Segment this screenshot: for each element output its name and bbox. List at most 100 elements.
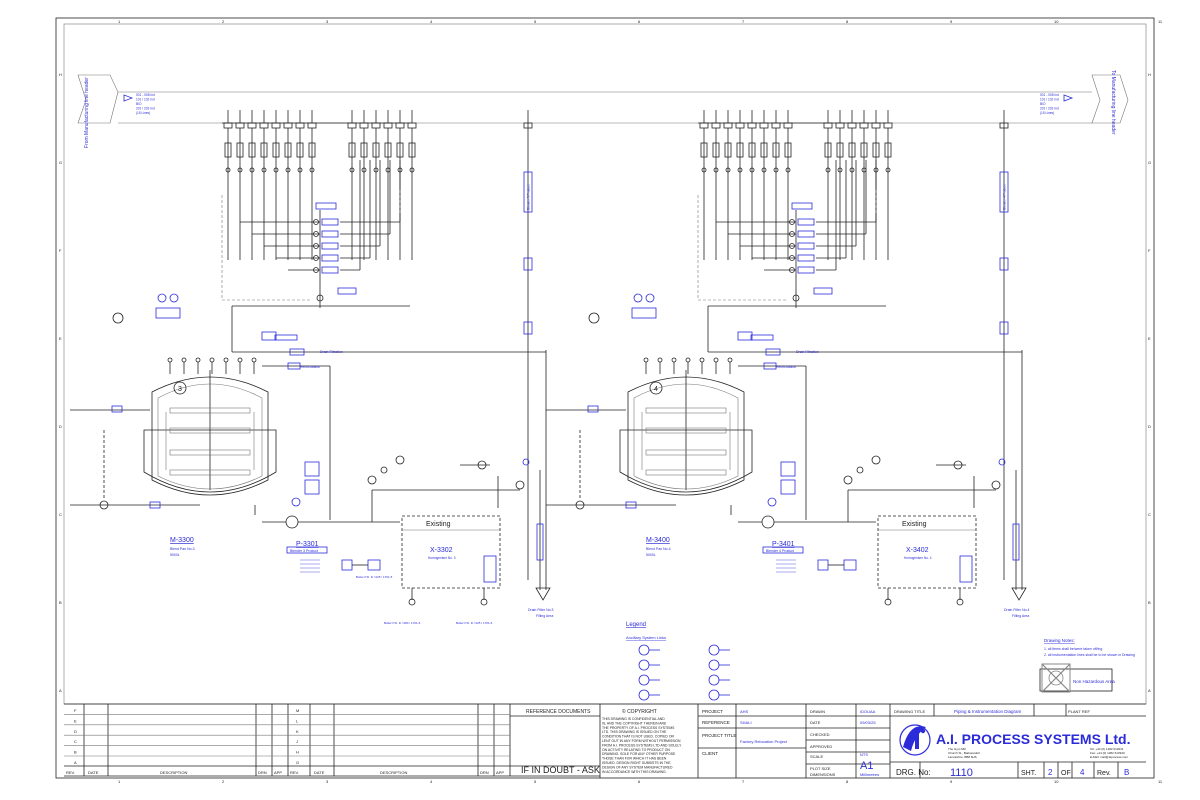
column-number: 9 bbox=[950, 779, 953, 784]
contact-line: Tel: +44 (0) 1282 612931 bbox=[1090, 747, 1124, 751]
pump-label: Blender 4 Product bbox=[766, 549, 794, 553]
pump-tag: P-3301 bbox=[296, 541, 319, 548]
plot-size-label: PLOT SIZE bbox=[810, 766, 831, 771]
boiler-label-2: Boiler P.D. D / 080 / 1701-5 bbox=[384, 621, 421, 625]
company-name: A.I. PROCESS SYSTEMS Ltd. bbox=[936, 731, 1130, 747]
header-note-line: 001 - 008 Ind bbox=[1040, 93, 1059, 97]
column-number: 3 bbox=[326, 19, 329, 24]
header-right-text: To Manufacturing line header bbox=[1110, 70, 1116, 135]
column-number: 1 bbox=[118, 779, 121, 784]
copyright-line: DRAWING. SOLE FOR ANY OTHER PURPOSE bbox=[602, 752, 676, 756]
homogeniser-desc: Homogeniser No. 3 bbox=[428, 556, 456, 560]
rev-row-letter: J bbox=[296, 739, 298, 744]
mixer-desc: Blend Pan No.3 bbox=[170, 547, 195, 551]
column-number: 7 bbox=[742, 19, 745, 24]
drg-no-value: 1110 bbox=[950, 767, 973, 779]
homogeniser-tag: X-3302 bbox=[430, 547, 453, 554]
of-label: OF bbox=[1061, 770, 1071, 777]
mixer-cap: 5000L bbox=[170, 553, 180, 557]
header-pipe bbox=[77, 74, 1129, 124]
title-block bbox=[510, 704, 1146, 778]
address-line: Church St., Barkwardoll bbox=[948, 751, 980, 755]
rev-row-letter: M bbox=[296, 708, 299, 713]
reference-value: SHALI bbox=[740, 720, 752, 725]
legend-title: Legend bbox=[626, 622, 646, 628]
row-letter: H bbox=[1148, 72, 1151, 77]
rev-header: DESCRIPTION bbox=[380, 770, 407, 775]
copyright-line: THIS DRAWING IS CONFIDENTIAL AND bbox=[602, 717, 665, 721]
mixer-cap: 5000L bbox=[646, 553, 656, 557]
scale-label: SCALE bbox=[810, 754, 823, 759]
copyright-line: FROM A.I. PROCESS SYSTEMS LTD AND SOLELY bbox=[602, 743, 682, 747]
column-number: 5 bbox=[534, 19, 537, 24]
dimensions-value: Millimetres bbox=[860, 772, 879, 777]
row-letter: H bbox=[59, 72, 62, 77]
rev-row-letter: D bbox=[74, 729, 77, 734]
revision-table bbox=[64, 703, 1146, 777]
contact-line: E-Mail: mail@aiprocess.com bbox=[1090, 755, 1129, 759]
rev-row-letter: H bbox=[296, 750, 299, 755]
plot-size-value: A1 bbox=[860, 760, 873, 772]
drain-filtration-label: Drain Filtration bbox=[320, 350, 343, 354]
client-label: CLIENT bbox=[702, 751, 718, 756]
boiler-label-3: Boiler P.D. D / 025 / 1701-5 bbox=[456, 621, 493, 625]
date-label: DATE bbox=[810, 720, 821, 725]
rev-row-letter: F bbox=[74, 708, 77, 713]
ref-docs-label: REFERENCE DOCUMENTS bbox=[526, 709, 591, 715]
existing-label: Existing bbox=[426, 521, 451, 528]
rev-header: APP bbox=[496, 770, 504, 775]
column-number: 4 bbox=[430, 19, 433, 24]
rev-row-letter: E bbox=[74, 718, 77, 723]
column-number: 10 bbox=[1054, 779, 1059, 784]
drawing-title-value: Piping & Instrumentation Diagram bbox=[954, 709, 1022, 714]
rev-row-letter: L bbox=[296, 718, 299, 723]
hazard-marker bbox=[1039, 663, 1113, 693]
column-number: 11 bbox=[1158, 779, 1163, 784]
boiler-label-1: Boiler P.D. D / 025 / 1701-5 bbox=[356, 575, 393, 579]
mixer-tag: M-3400 bbox=[646, 537, 670, 544]
reference-label: REFERENCE bbox=[702, 720, 730, 725]
homogeniser-tag: X-3402 bbox=[906, 547, 929, 554]
row-letter: G bbox=[1148, 160, 1151, 165]
column-number: 7 bbox=[742, 779, 745, 784]
column-number: 2 bbox=[222, 779, 225, 784]
rev-header: DESCRIPTION bbox=[160, 770, 187, 775]
drain-filter-label: Drain Filter No.4 bbox=[1004, 608, 1030, 612]
copyright-line: ISSUED. DESIGN RIGHT SUBSISTS IN THE bbox=[602, 761, 671, 765]
row-letter: B bbox=[59, 600, 62, 605]
drawn-value: IDOUAA bbox=[860, 709, 876, 714]
column-number: 3 bbox=[326, 779, 329, 784]
header-note-line: 101 / 102 Ind bbox=[136, 98, 155, 102]
copyright-line: THE PROPERTY OF A.I. PROCESS SYSTEMS bbox=[602, 726, 675, 730]
rev-header: DRN bbox=[258, 770, 267, 775]
approved-label: APPROVED bbox=[810, 744, 832, 749]
notes-line-1: 1. all items shall be/were taken off/ing bbox=[1044, 647, 1102, 651]
copyright-line: IN ACCORDANCE WITH THIS DRAWING. bbox=[602, 770, 667, 774]
of-value: 4 bbox=[1080, 768, 1085, 777]
column-number: 9 bbox=[950, 19, 953, 24]
sht-label: SHT. bbox=[1021, 770, 1036, 777]
rev-value: B bbox=[1124, 768, 1129, 777]
column-number: 6 bbox=[638, 19, 641, 24]
copyright-title: © COPYRIGHT bbox=[622, 708, 657, 715]
row-letter: G bbox=[59, 160, 62, 165]
drawn-label: DRAWN bbox=[810, 709, 825, 714]
header-left-text: From Manufacturing line header bbox=[84, 77, 90, 148]
drain-filter-label: Drain Filter No.3 bbox=[528, 608, 554, 612]
header-note-line: 101 / 102 Ind bbox=[1040, 98, 1059, 102]
project-title-label: PROJECT TITLE bbox=[702, 733, 736, 738]
row-letter: D bbox=[1148, 424, 1151, 429]
row-letter: C bbox=[1148, 512, 1151, 517]
mixer-tag: M-3300 bbox=[170, 537, 194, 544]
rev-row-letter: G bbox=[296, 760, 299, 765]
copyright-line: CONDITION THAT IS NOT USED, COPIED OR bbox=[602, 735, 674, 739]
rev-header: REV. bbox=[66, 770, 75, 775]
date-value: 09/03/25 bbox=[860, 720, 876, 725]
